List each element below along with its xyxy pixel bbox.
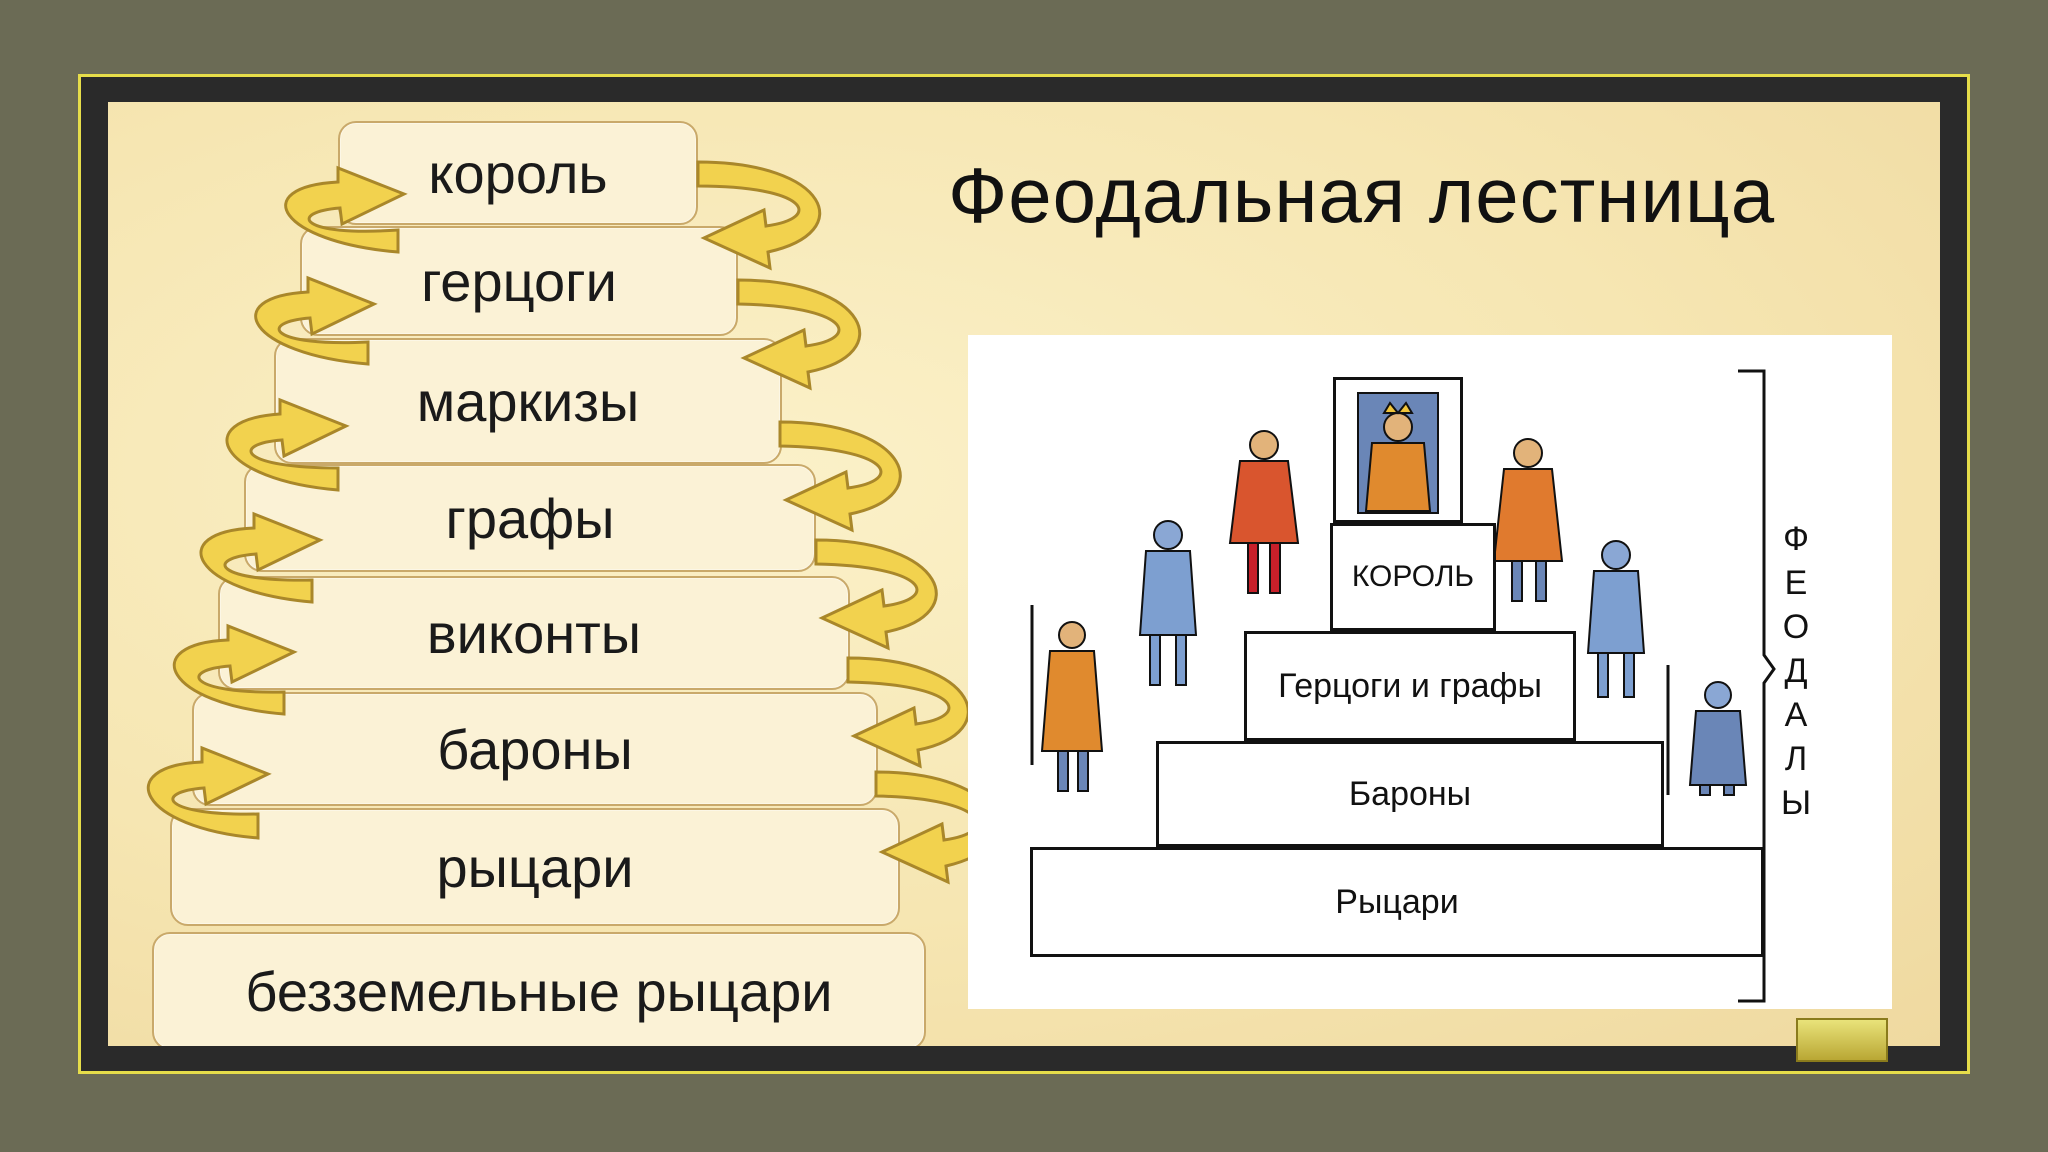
right-soldier-figure xyxy=(1666,665,1748,796)
king-figure xyxy=(1357,392,1439,514)
ladder-rung-counts: графы xyxy=(244,464,816,572)
feudal-pyramid-illustration: КОРОЛЬ Герцоги и графы Бароны Рыцари Ф Е… xyxy=(968,335,1892,1009)
feudals-vertical-label: Ф Е О Д А Л Ы xyxy=(1776,517,1816,825)
feudals-letter: Е xyxy=(1784,564,1808,602)
right-knight-figure xyxy=(1586,540,1646,698)
feudals-bracket xyxy=(1738,369,1776,1003)
ladder-rung-landless-knights: безземельные рыцари xyxy=(152,932,926,1046)
feudals-letter: А xyxy=(1784,696,1808,734)
pyramid-step-knights: Рыцари xyxy=(1030,847,1764,957)
pyramid-step-king: КОРОЛЬ xyxy=(1330,523,1496,631)
feudals-letter: Ф xyxy=(1783,520,1809,558)
ladder-rung-king: король xyxy=(338,121,698,225)
feudals-letter: Л xyxy=(1784,740,1808,778)
pyramid-step-barons: Бароны xyxy=(1156,741,1664,847)
ladder-rung-dukes: герцоги xyxy=(300,226,738,336)
slide-nav-button[interactable] xyxy=(1796,1018,1888,1062)
right-courtier-figure xyxy=(1492,438,1564,602)
slide-title: Феодальная лестница xyxy=(948,151,1776,239)
slide: Феодальная лестница король герцоги марки… xyxy=(108,102,1940,1046)
ladder-rung-barons: бароны xyxy=(192,692,878,806)
ladder-rung-knights: рыцари xyxy=(170,808,900,926)
left-knight-figure xyxy=(1138,520,1198,686)
ladder-rung-viscounts: виконты xyxy=(218,576,850,690)
left-courtier-figure xyxy=(1228,430,1300,594)
ladder-rung-marquises: маркизы xyxy=(274,338,782,464)
feudals-letter: Ы xyxy=(1780,784,1812,822)
feudals-letter: О xyxy=(1782,608,1810,646)
feudals-letter: Д xyxy=(1784,652,1808,690)
left-soldier-figure xyxy=(1030,605,1104,792)
pyramid-step-dukes-counts: Герцоги и графы xyxy=(1244,631,1576,741)
figures-drawing xyxy=(1030,369,1776,1003)
